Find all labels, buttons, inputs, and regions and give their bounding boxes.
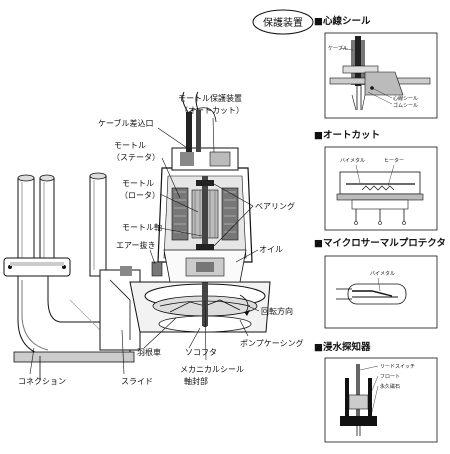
discharge-flange <box>3 257 71 277</box>
label-bimetal-micro: バイメタル <box>370 270 395 277</box>
panel-water-detector-frame <box>324 357 438 443</box>
label-bimetal-autocut: バイメタル <box>340 157 365 164</box>
label-bearing: ベアリング <box>255 201 295 211</box>
motor-top-head <box>171 91 239 171</box>
panel-auto-cut: ■オートカット バイメタル ヒーター <box>314 130 438 231</box>
main-labels: モートル保護装置 （オートカット） ケーブル差込口 モートル （ステータ） モー… <box>18 93 304 386</box>
label-connection: コネクション <box>18 377 66 386</box>
label-motor-shaft: モートル軸 <box>122 222 162 232</box>
badge-text: 保護装置 <box>263 16 303 29</box>
guide-pipes <box>17 172 107 277</box>
panel-micro-thermal-title: ■マイクロサーマルプロテクタ <box>314 237 446 249</box>
motor-frame <box>157 167 253 326</box>
label-motor-rotor-sub: （ロータ） <box>120 191 160 200</box>
label-motor-rotor: モートル <box>122 179 154 188</box>
micro-thermal-illustration <box>336 277 407 305</box>
water-detector-illustration <box>340 364 379 436</box>
label-impeller: 羽根車 <box>137 347 161 357</box>
label-permanent-magnet: 永久磁石 <box>380 383 400 390</box>
panel-water-detector-title: ■浸水探知器 <box>314 341 371 353</box>
label-shaft-seal: 軸封部 <box>184 376 208 386</box>
label-slide: スライド <box>121 377 153 386</box>
label-rotation-direction: 回転方向 <box>261 306 293 316</box>
protection-device-badge: 保護装置 <box>252 9 314 35</box>
label-sole-cover: ソコフタ <box>185 348 217 357</box>
label-motor-stator: モートル <box>114 141 146 150</box>
pump-cutaway-illustration <box>3 91 271 380</box>
panel-core-seal: ■心線シール ケーブル 心線シール ゴムシール <box>314 15 438 119</box>
label-rubber-seal: ゴムシール <box>393 102 418 109</box>
label-pump-casing: ポンプケーシング <box>240 338 304 348</box>
label-mechanical-seal: メカニカルシール <box>180 365 244 374</box>
panel-water-detector: ■浸水探知器 リードスイッチ フロート 永久磁石 <box>314 341 438 443</box>
auto-cut-illustration <box>336 164 424 225</box>
slide-bracket <box>99 266 141 351</box>
leader-lines <box>29 117 260 375</box>
label-cable-entry: ケーブル差込口 <box>98 118 154 128</box>
label-cable: ケーブル <box>328 45 348 52</box>
panel-auto-cut-title: ■オートカット <box>314 130 380 141</box>
label-float: フロート <box>380 374 400 380</box>
label-motor-stator-sub: （ステータ） <box>112 153 160 162</box>
label-motor-protector: モートル保護装置 <box>178 93 242 103</box>
panel-core-seal-title: ■心線シール <box>314 15 371 27</box>
label-reed-switch: リードスイッチ <box>380 364 415 370</box>
air-vent-plug <box>151 261 163 277</box>
label-heater: ヒーター <box>384 157 404 164</box>
label-air-vent: エアー抜き <box>116 240 156 250</box>
panel-micro-thermal-protector: ■マイクロサーマルプロテクタ バイメタル <box>314 237 446 329</box>
core-seal-illustration <box>329 36 431 111</box>
label-oil: オイル <box>259 245 283 254</box>
pump-casing <box>129 281 271 333</box>
label-core-seal: 心線シール <box>393 95 418 102</box>
label-motor-protector-sub: （オートカット） <box>180 106 244 115</box>
